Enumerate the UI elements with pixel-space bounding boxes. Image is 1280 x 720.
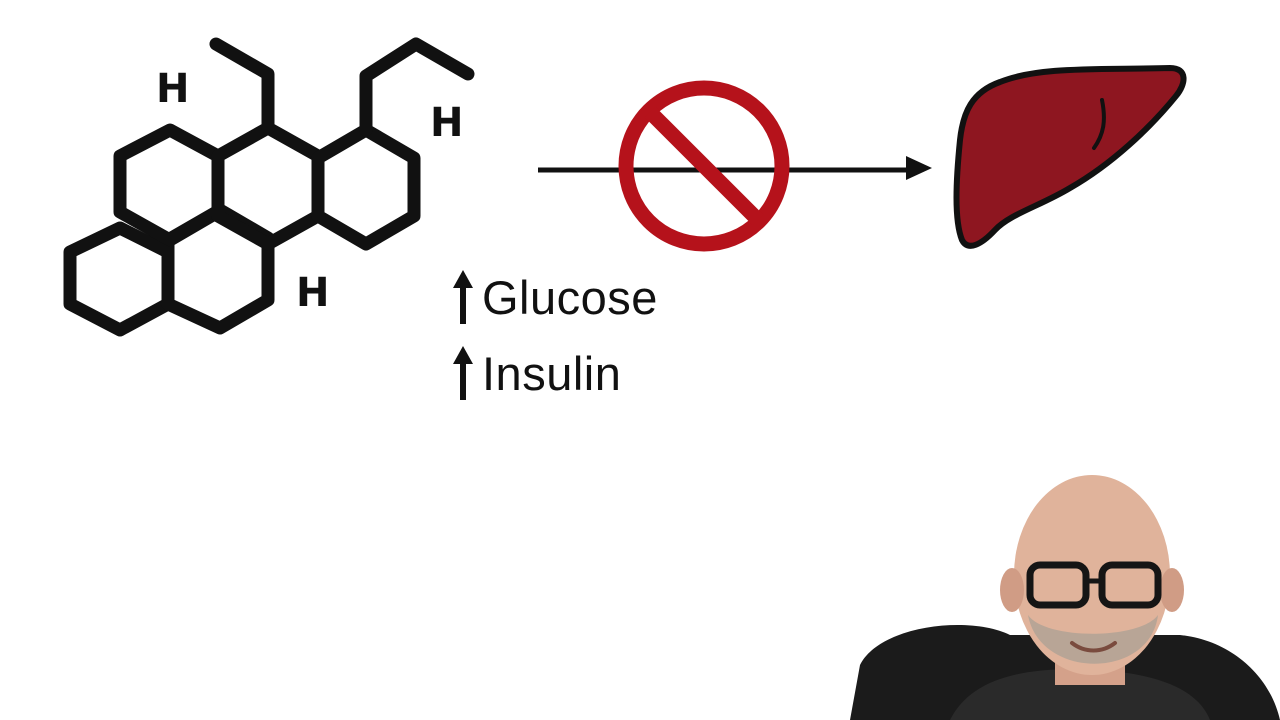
effect-insulin: Insulin — [452, 344, 621, 402]
hydrogen-label-3: H — [296, 270, 329, 316]
up-arrow-icon — [453, 270, 473, 324]
hydrogen-label-1: H — [156, 66, 189, 112]
side-chain-right — [359, 37, 475, 137]
side-chain-left — [209, 37, 275, 135]
effect-glucose: Glucose — [452, 268, 658, 326]
effect-label-insulin: Insulin — [482, 346, 622, 400]
ring-right — [311, 123, 421, 251]
up-arrow-icon — [453, 346, 473, 400]
effect-label-glucose: Glucose — [482, 270, 658, 324]
arrow-head — [906, 156, 932, 180]
hydrogen-label-2: H — [430, 100, 463, 146]
prohibited-icon — [618, 80, 790, 252]
presenter-video — [850, 475, 1280, 720]
